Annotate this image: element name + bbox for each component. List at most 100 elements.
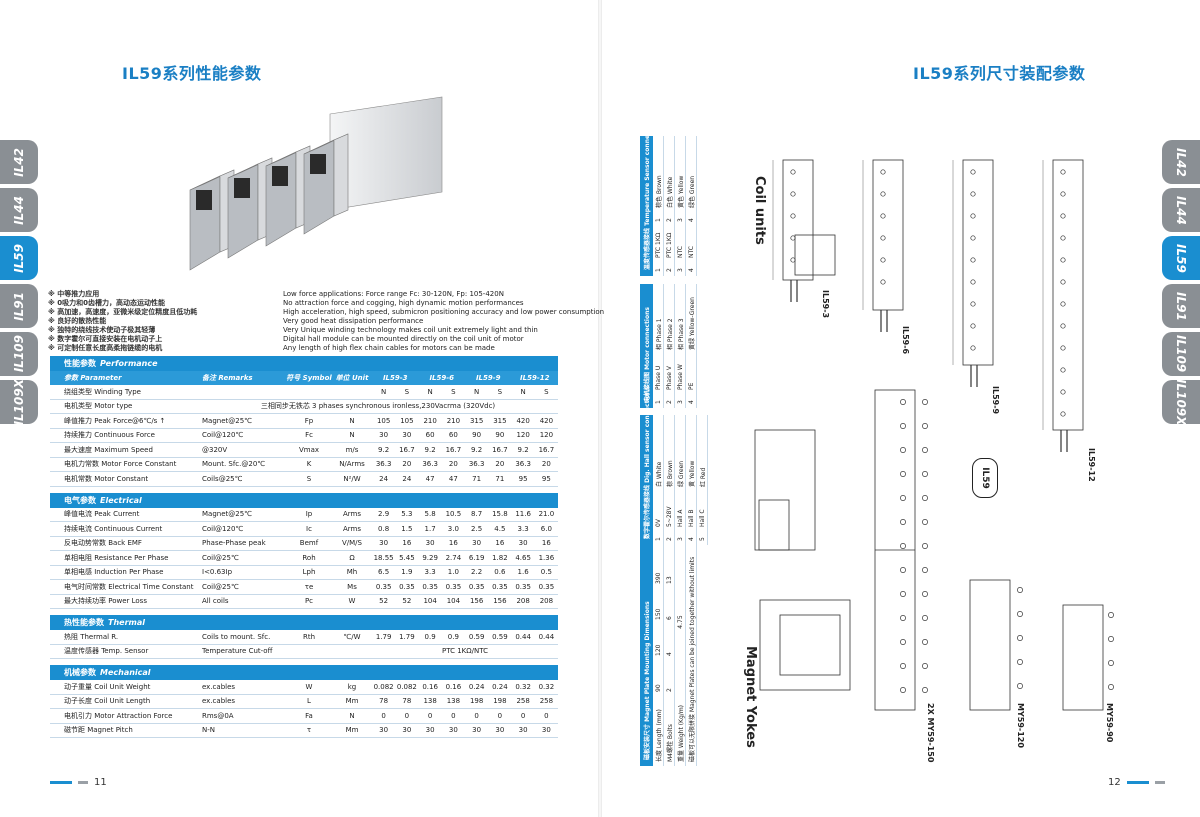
yoke-hole [922,663,928,669]
series-tab-il42[interactable]: IL42 [1162,140,1200,184]
param-value: 78 [402,697,412,706]
param-unit: Arms [342,510,361,519]
yoke-hole [900,663,906,669]
param-remarks: Coil@120℃ [202,431,244,440]
param-value: 16.7 [445,445,462,454]
rot-table-title: 磁板安装尺寸 Magnet Plate Mounting Dimensions [640,544,653,766]
yoke-hole [922,423,928,429]
yoke-hole [1108,660,1114,666]
param-value: 0.35 [422,582,438,591]
param-name: 最大持续功率 Power Loss [64,597,147,606]
col-param: 参数 Parameter [64,374,122,382]
winding-ns: N [520,387,526,396]
series-tab-il109[interactable]: IL109 [0,332,38,376]
section-title-cn: 电气参数 [64,495,96,505]
rot-table-cell: 5 [698,537,706,541]
rot-table-cell: 1 [654,400,662,404]
series-tab-label: IL91 [12,291,26,321]
series-tab-il59[interactable]: IL59 [1162,236,1200,280]
rot-table-cell: 2 [665,268,673,272]
rot-table-cell: 相 Phase 3 [677,318,685,350]
param-name: 反电动势常数 Back EMF [64,539,142,548]
series-tab-il109x[interactable]: IL109X [0,379,38,425]
yoke-hole [922,615,928,621]
param-value: 0.35 [538,582,555,591]
yoke-120-outline [969,579,1011,711]
feature-en-line: No attraction force and cogging, high dy… [283,299,524,307]
param-value: 0.35 [375,582,392,591]
motor-unit-shape [310,154,326,174]
param-name: 单相电感 Induction Per Phase [64,568,164,577]
param-value: 3.3 [517,524,529,533]
il59-badge: IL59 [972,458,998,498]
param-value: 1.79 [375,632,392,641]
section-title-cn: 性能参数 [64,359,96,368]
rot-table-cell: 黄色 Yellow [677,175,685,208]
yoke-hole [900,471,906,477]
yoke-hole [922,543,928,549]
param-value: 0 [544,711,549,720]
param-value: 104 [446,597,461,606]
param-remarks: Coils to mount. Sfc. [202,632,271,641]
series-tab-label: IL44 [12,195,26,225]
param-name: 磁节距 Magnet Pitch [64,726,133,735]
series-tab-il59[interactable]: IL59 [0,236,38,280]
yoke-hole [922,687,928,693]
series-tab-il42[interactable]: IL42 [0,140,38,184]
param-value: 105 [400,416,414,425]
param-value: 16.7 [538,445,555,454]
param-value: 420 [516,416,530,425]
mounting-hole [790,257,796,263]
param-value: 4.65 [515,553,531,562]
param-name: 电气时间常数 Electrical Time Constant [64,582,194,591]
param-name: 温度传感器 Temp. Sensor [64,647,149,656]
series-tab-il44[interactable]: IL44 [0,188,38,232]
series-tab-il44[interactable]: IL44 [1162,188,1200,232]
motor-unit-shape [234,178,250,198]
param-value: 36.3 [375,460,392,469]
series-tab-il91[interactable]: IL91 [1162,284,1200,328]
section-title-en: Thermal [108,618,145,627]
features-chinese: ※ 中等推力应用※ 0吸力和0齿槽力，高动态运动性能※ 高加速，高速度，亚微米级… [48,290,197,353]
rot-table-cell: 1 [654,218,662,222]
param-value: 0.8 [378,524,390,533]
col-model: IL59-6 [429,374,455,382]
rot-table-cell: 150 [654,608,662,620]
rot-table-cell: Hall A [676,509,684,527]
param-value: 1.82 [492,553,508,562]
page-bar-grey [78,781,88,784]
param-name: 动子重量 Coil Unit Weight [64,682,151,691]
series-tab-il109[interactable]: IL109 [1162,332,1200,376]
param-value: 36.3 [468,460,485,469]
param-value: 30 [379,431,389,440]
mounting-hole [970,323,976,329]
mounting-hole [1060,235,1066,241]
param-unit: Ms [347,582,357,591]
feature-en-line: Very good heat dissipation performance [283,317,424,325]
coil-units-label: Coil units [752,176,767,245]
param-value: 10.5 [445,510,462,519]
param-value: 0 [520,711,526,720]
param-value: 95 [541,474,551,483]
yoke-hole [900,591,906,597]
param-name: 动子长度 Coil Unit Length [64,697,151,706]
param-symbol: K [306,460,312,469]
param-name: 电机类型 Motor type [64,402,133,411]
param-symbol: W [305,682,313,691]
page-number-text: 11 [94,777,107,788]
param-remarks: Temperature Cut-off [202,647,273,656]
param-value: 0 [381,711,386,720]
param-value: 9.2 [471,445,483,454]
yoke-hole [922,567,928,573]
param-value: 0 [497,711,503,720]
param-value: 0.35 [492,582,508,591]
yoke-hole [900,399,906,405]
series-tab-il91[interactable]: IL91 [0,284,38,328]
series-tab-il109x[interactable]: IL109X [1162,379,1200,425]
param-name: 单相电阻 Resistance Per Phase [64,553,169,562]
